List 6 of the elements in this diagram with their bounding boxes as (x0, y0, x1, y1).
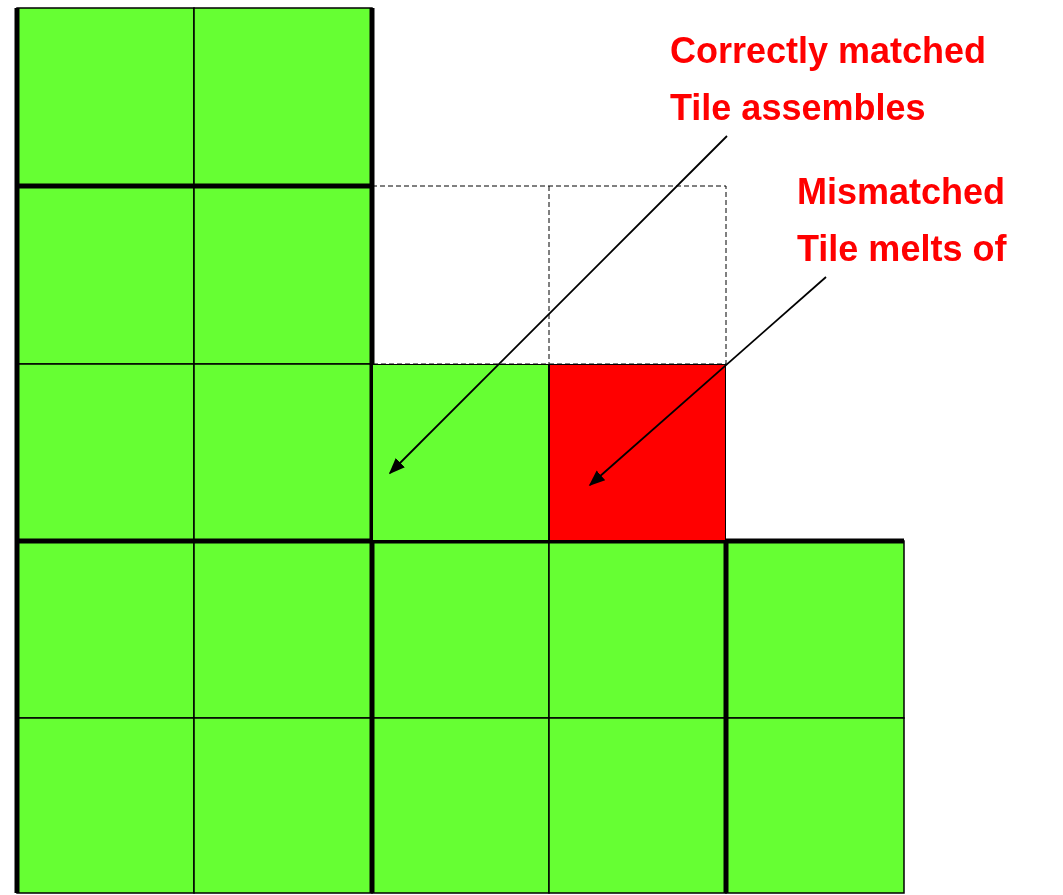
callout-label: Correctly matched Tile assembles (670, 29, 988, 130)
mismatched-tile (549, 364, 726, 541)
arrow (588, 276, 827, 487)
callout-label: Mismatched Tile melts of (797, 170, 1008, 271)
matched-tile (372, 364, 549, 541)
arrow (388, 135, 728, 475)
